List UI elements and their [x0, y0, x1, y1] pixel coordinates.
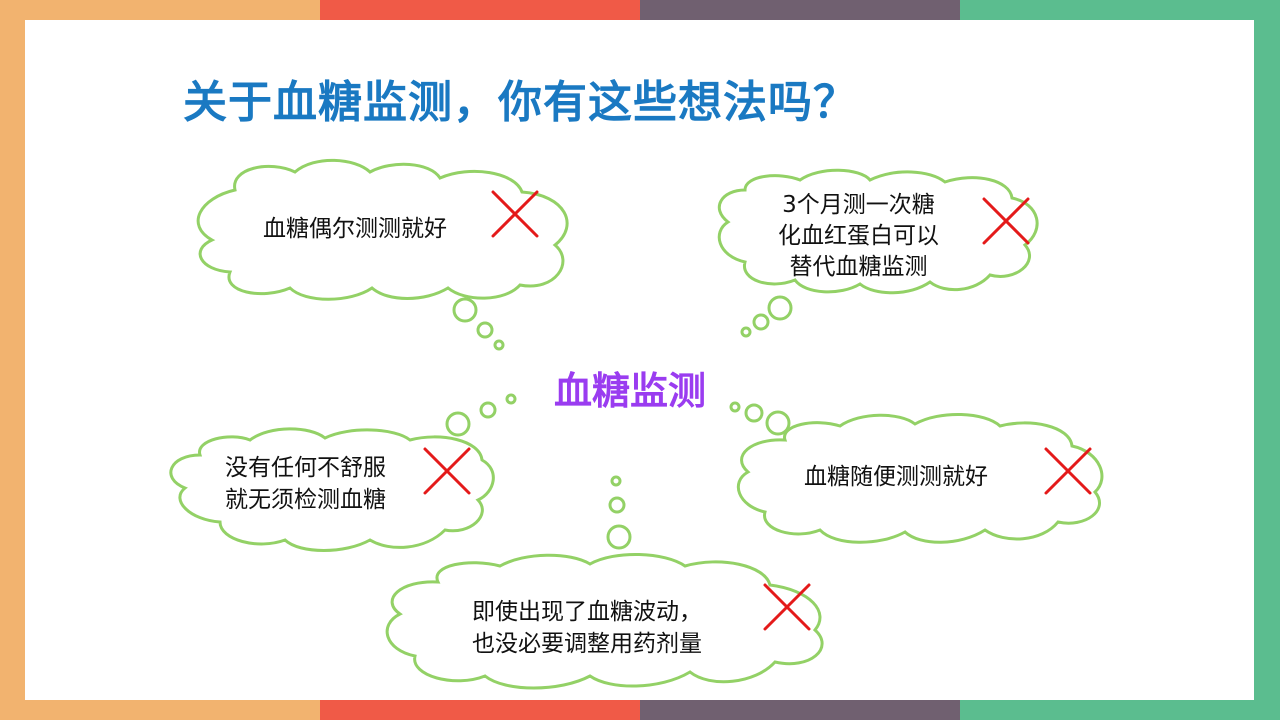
- thought-dots-4: [729, 401, 791, 436]
- bubble-5-text: 即使出现了血糖波动， 也没必要调整用药剂量: [472, 596, 702, 660]
- bubble-1-text: 血糖偶尔测测就好: [263, 213, 447, 245]
- bubble-2-line-2: 化血红蛋白可以: [778, 223, 939, 249]
- top-bar-green: [960, 0, 1280, 20]
- bottom-bar-plum: [640, 700, 960, 720]
- right-color-bar: [1254, 0, 1280, 720]
- bottom-bar-orange: [0, 700, 320, 720]
- bubble-2-text: 3个月测一次糖 化血红蛋白可以 替代血糖监测: [778, 190, 939, 283]
- top-color-bar: [0, 0, 1280, 20]
- thought-dots-5: [606, 475, 632, 550]
- bubble-2-line-3: 替代血糖监测: [789, 254, 928, 280]
- cloud-bubble-1: [196, 158, 569, 301]
- bubble-2-line-1: 3个月测一次糖: [782, 192, 935, 218]
- thought-dots-2: [740, 295, 793, 338]
- bubble-5-line-2: 也没必要调整用药剂量: [472, 631, 702, 657]
- cloud-bubble-5: [385, 552, 824, 690]
- bottom-bar-green: [960, 700, 1280, 720]
- center-topic-label: 血糖监测: [554, 369, 707, 413]
- bottom-color-bar: [0, 700, 1280, 720]
- cross-icon: [491, 190, 539, 238]
- thought-dots-3: [445, 393, 517, 437]
- bubble-4-line-1: 血糖随便测测就好: [804, 464, 988, 490]
- cloud-bubble-4: [736, 413, 1104, 544]
- top-bar-orange: [0, 0, 320, 20]
- bubble-3-line-2: 就无须检测血糖: [225, 487, 386, 513]
- cross-icon: [1044, 447, 1092, 495]
- page-title: 关于血糖监测，你有这些想法吗？: [183, 77, 858, 128]
- cross-icon: [763, 583, 811, 631]
- top-bar-plum: [640, 0, 960, 20]
- cross-icon: [982, 197, 1030, 245]
- bubble-1-line-1: 血糖偶尔测测就好: [263, 216, 447, 242]
- bubble-3-line-1: 没有任何不舒服: [225, 455, 386, 481]
- cross-icon: [423, 447, 471, 495]
- bottom-bar-red: [320, 700, 640, 720]
- cloud-bubble-2: [717, 168, 1039, 295]
- bubble-3-text: 没有任何不舒服 就无须检测血糖: [225, 452, 386, 516]
- bubble-4-text: 血糖随便测测就好: [804, 461, 988, 493]
- left-color-bar: [0, 0, 25, 720]
- bubble-5-line-1: 即使出现了血糖波动，: [472, 599, 702, 625]
- thought-dots-1: [452, 297, 505, 351]
- cloud-bubble-3: [169, 427, 495, 552]
- top-bar-red: [320, 0, 640, 20]
